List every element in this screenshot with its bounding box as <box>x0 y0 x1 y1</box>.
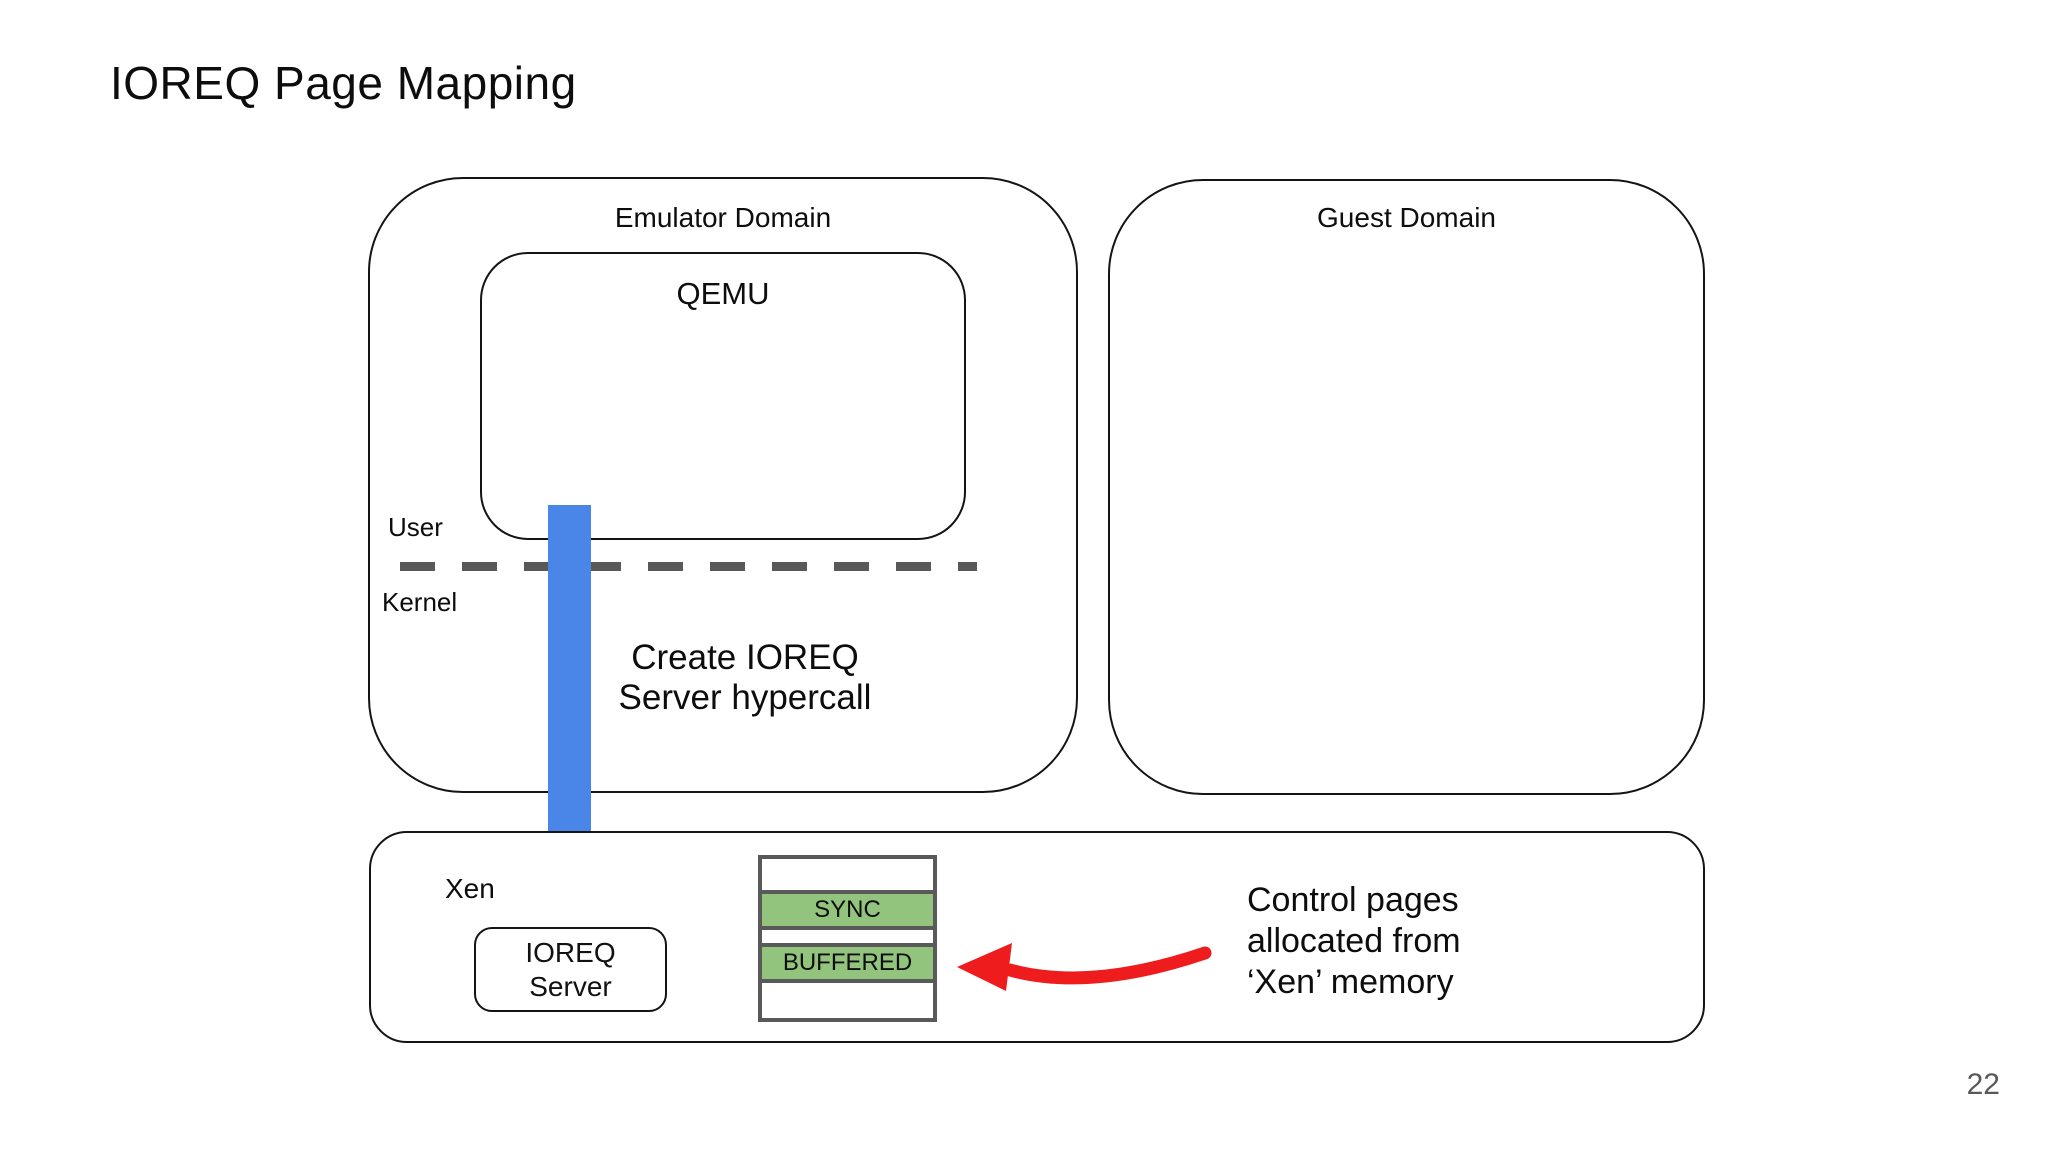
control-page-stack: SYNC BUFFERED <box>758 855 937 1022</box>
blue-down-arrow-icon <box>526 505 612 890</box>
stack-empty-row <box>762 859 933 890</box>
user-kernel-divider <box>400 562 977 571</box>
user-space-label: User <box>388 512 443 542</box>
slide-title: IOREQ Page Mapping <box>110 57 577 109</box>
stack-empty-row <box>762 930 933 943</box>
emulator-domain-label: Emulator Domain <box>614 202 832 233</box>
guest-domain-box <box>1108 179 1705 795</box>
buffered-page-cell: BUFFERED <box>762 943 933 983</box>
kernel-space-label: Kernel <box>382 587 458 617</box>
guest-domain-label: Guest Domain <box>1317 202 1496 233</box>
qemu-box <box>480 252 966 540</box>
page-number: 22 <box>1966 1068 2000 1101</box>
ioreq-server-box: IOREQ Server <box>474 927 667 1012</box>
control-pages-annotation: Control pages allocated from ‘Xen’ memor… <box>1247 881 1461 1001</box>
sync-page-cell: SYNC <box>762 890 933 930</box>
qemu-label: QEMU <box>676 276 770 311</box>
hypercall-caption: Create IOREQ Server hypercall <box>618 638 872 717</box>
red-left-arrow-icon <box>957 943 1212 991</box>
xen-label: Xen <box>445 873 495 904</box>
